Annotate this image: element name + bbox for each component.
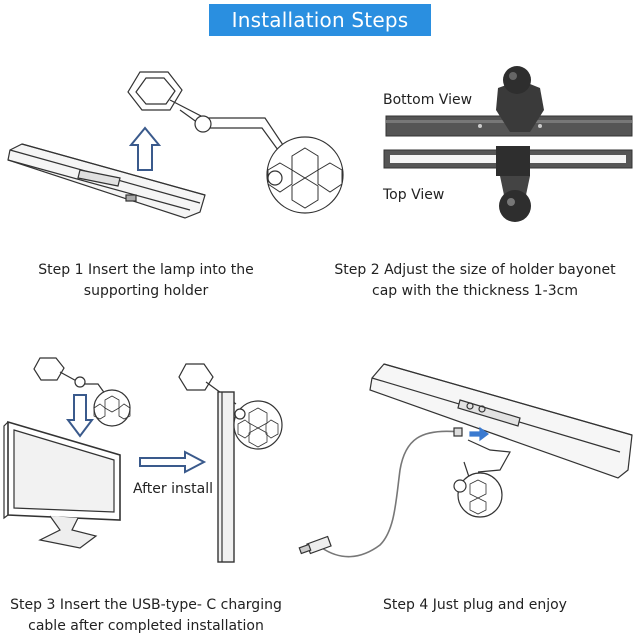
step3-caption: Step 3 Insert the USB-type- C charging c… (0, 595, 292, 637)
top-view-label: Top View (383, 187, 445, 203)
step4-illustration (298, 363, 633, 558)
step4-usb-cable (321, 430, 461, 558)
step3-line2: cable after completed installation (28, 618, 264, 634)
step3-installed-lamp (217, 391, 235, 563)
step2-line1: Step 2 Adjust the size of holder bayonet (334, 262, 616, 278)
step1-illustration (7, 71, 344, 219)
step1-caption: Step 1 Insert the lamp into the supporti… (0, 260, 292, 302)
after-install-label: After install (133, 481, 213, 497)
step2-caption: Step 2 Adjust the size of holder bayonet… (310, 260, 640, 302)
step3-line1: Step 3 Insert the USB-type- C charging (10, 597, 282, 613)
step2-line2: cap with the thickness 1-3cm (372, 283, 578, 299)
title-banner: Installation Steps (209, 4, 431, 36)
step2-illustration (383, 66, 633, 222)
step3-down-arrow (66, 394, 94, 438)
step1-honeycomb-mount (266, 136, 344, 214)
bottom-view-label: Bottom View (383, 92, 473, 108)
step1-line2: supporting holder (83, 283, 209, 299)
step4-line1: Step 4 Just plug and enjoy (383, 597, 567, 613)
step3-illustration (3, 357, 283, 563)
step3-right-arrow (139, 450, 207, 474)
step1-up-arrow (128, 126, 162, 171)
step1-line1: Step 1 Insert the lamp into the (38, 262, 254, 278)
step4-caption: Step 4 Just plug and enjoy (310, 595, 640, 616)
